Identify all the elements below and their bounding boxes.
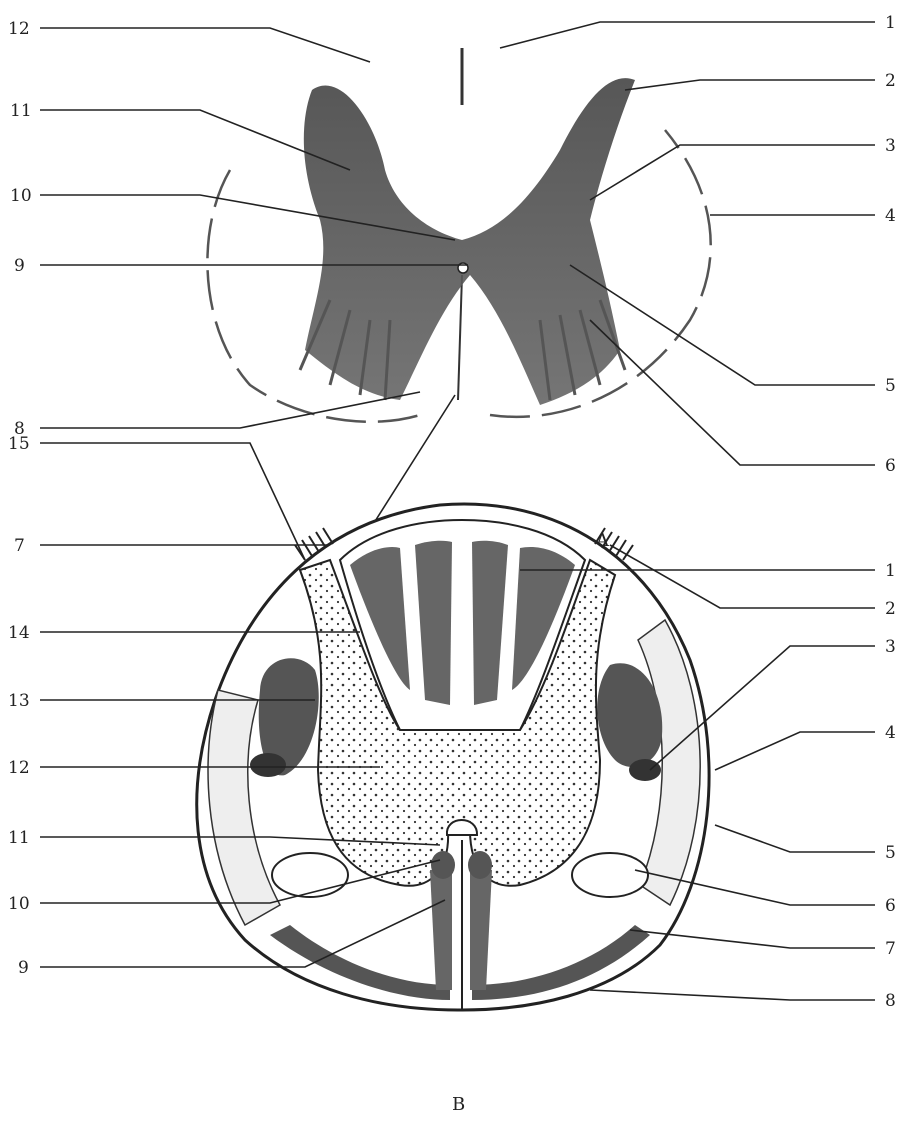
figure-a-label-7: 7	[14, 536, 25, 556]
figure-a-label-1: 1	[885, 13, 896, 33]
figure-a-label-5: 5	[885, 376, 896, 396]
figure-b-label-11: 11	[8, 828, 30, 848]
figure-b-label-2: 2	[885, 599, 896, 619]
figure-b-label-12: 12	[8, 758, 30, 778]
ventral-pocket-right	[572, 853, 648, 897]
figure-a-label-6: 6	[885, 456, 896, 476]
figure-b-label-1: 1	[885, 561, 896, 581]
figure-a-label-4: 4	[885, 206, 896, 226]
figure-a-section: 12 11 10 9 8 7 1 2 3 4 5 6 A	[8, 13, 896, 556]
figure-b-label-3: 3	[885, 637, 896, 657]
figure-b-caption: B	[452, 1094, 465, 1115]
gray-matter	[304, 78, 635, 405]
figure-b-label-9: 9	[18, 958, 29, 978]
figure-a-label-11: 11	[10, 101, 32, 121]
figure-b-label-13: 13	[8, 691, 30, 711]
figure-b-label-10: 10	[8, 894, 30, 914]
figure-b-label-4: 4	[885, 723, 896, 743]
lateral-tract-right-small	[629, 759, 661, 781]
anterior-nucleus-left	[431, 851, 455, 879]
figure-a-label-10: 10	[10, 186, 32, 206]
figure-b-label-7: 7	[885, 939, 896, 959]
anterior-nucleus-right	[468, 851, 492, 879]
figure-a-label-9: 9	[14, 256, 25, 276]
anterior-median-fissure	[458, 275, 462, 400]
figure-b-label-5: 5	[885, 843, 896, 863]
figure-b-label-8: 8	[885, 991, 896, 1011]
ventral-pocket-left	[272, 853, 348, 897]
figure-b-label-14: 14	[8, 623, 30, 643]
figure-a-label-12: 12	[8, 19, 30, 39]
figure-a-label-3: 3	[885, 136, 896, 156]
figure-b-label-15: 15	[8, 434, 30, 454]
lateral-tract-left-small	[250, 753, 286, 777]
figure-b-section: 15 14 13 12 11 10 9 1 2 3 4 5 6 7 8 B	[8, 434, 896, 1115]
figure-b-label-6: 6	[885, 896, 896, 916]
figure-a-label-2: 2	[885, 71, 896, 91]
